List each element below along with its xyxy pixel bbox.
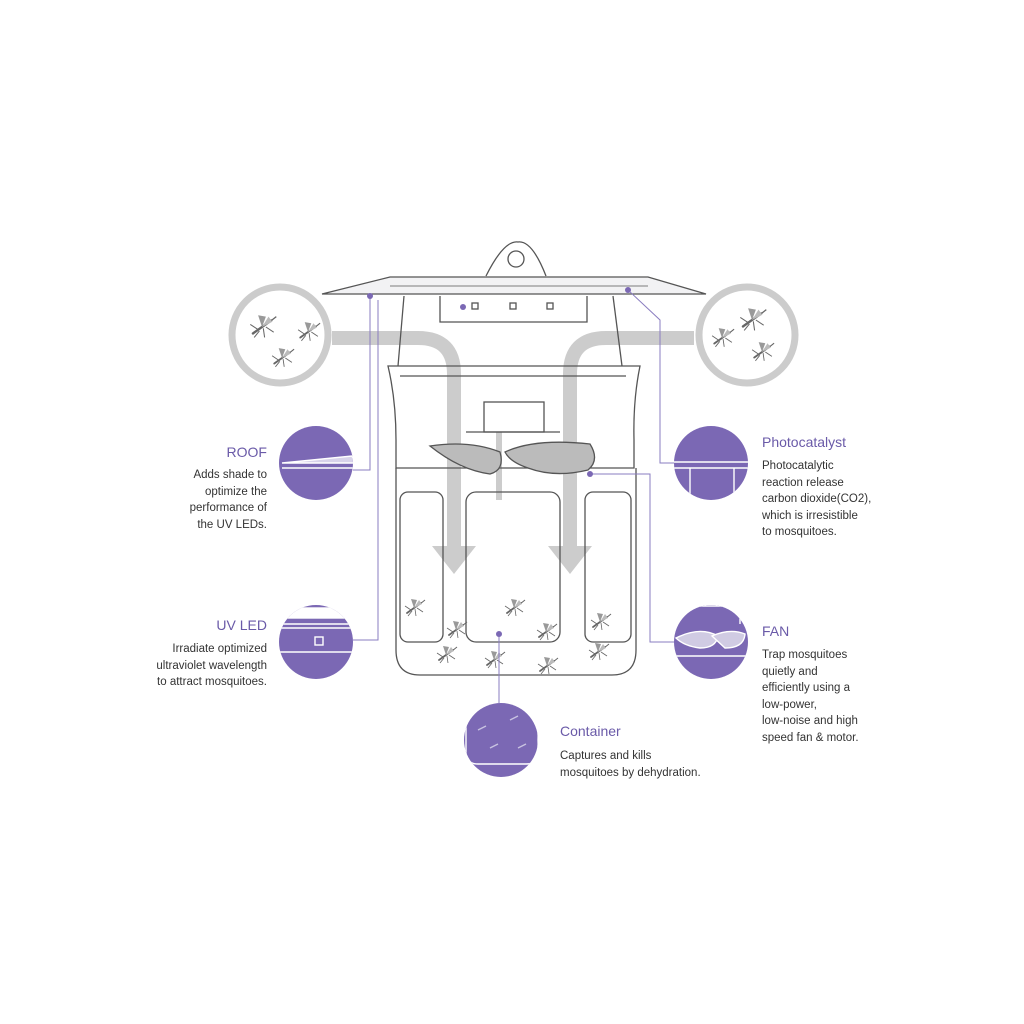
container-desc-line: mosquitoes by dehydration. (560, 766, 701, 779)
fan-blade-left (428, 443, 502, 475)
uv-led-desc-line: Irradiate optimized (172, 643, 267, 655)
fan-desc-line: quietly and (762, 665, 818, 678)
airflow-arrowhead-right (548, 546, 592, 574)
fan-desc-line: efficiently using a (762, 682, 851, 694)
hanger-loop (485, 241, 547, 277)
fan-desc-line: Trap mosquitoes (762, 649, 848, 661)
detail-circle-uv-led (279, 605, 353, 679)
mosquito-circle-left (228, 283, 332, 387)
uv-led-title: UV LED (216, 617, 267, 633)
fan-desc-line: speed fan & motor. (762, 731, 859, 744)
leader-dots (367, 287, 631, 637)
airflow-arrows (332, 331, 694, 548)
uv-led-3 (546, 302, 554, 310)
roof-desc-line: the UV LEDs. (197, 518, 267, 531)
container-body (395, 468, 637, 676)
roof-panel (321, 276, 707, 295)
fan-desc-line: low-noise and high (762, 715, 858, 727)
photocatalyst-desc-line: Photocatalytic (762, 460, 834, 472)
uv-led-desc-line: to attract mosquitoes. (157, 676, 267, 688)
container-description: Captures and kills mosquitoes by dehydra… (560, 748, 701, 781)
fan-desc-line: low-power, (762, 698, 817, 711)
uv-led-2 (509, 302, 517, 310)
chamber-left (399, 491, 444, 643)
motor-block (483, 401, 545, 433)
uv-led-1 (471, 302, 479, 310)
chamber-center (465, 491, 561, 643)
roof-desc-line: Adds shade to (193, 469, 267, 481)
roof-desc-line: performance of (189, 502, 267, 514)
trap-device (321, 241, 707, 676)
photocatalyst-description: Photocatalytic reaction release carbon d… (762, 458, 871, 541)
container-desc-line: Captures and kills (560, 750, 652, 762)
photocatalyst-desc-line: carbon dioxide(CO2), (762, 493, 872, 505)
roof-title: ROOF (226, 444, 267, 460)
roof-description: Adds shade to optimize the performance o… (190, 467, 267, 533)
roof-desc-line: optimize the (204, 485, 267, 498)
fan-title: FAN (762, 623, 790, 639)
trapped-mosquitoes (404, 598, 612, 675)
airflow-arrowhead-left (432, 546, 476, 574)
container-title: Container (560, 723, 621, 739)
photocatalyst-desc-line: to mosquitoes. (762, 526, 837, 538)
led-housing (439, 296, 588, 323)
uv-led-desc-line: ultraviolet wavelength (156, 659, 267, 672)
uv-led-description: Irradiate optimized ultraviolet waveleng… (156, 641, 267, 691)
mosquito-circle-right (695, 283, 799, 387)
detail-circle-container (464, 703, 538, 777)
fan-description: Trap mosquitoes quietly and efficiently … (762, 647, 859, 746)
photocatalyst-title: Photocatalyst (762, 434, 847, 450)
photocatalyst-desc-line: reaction release (762, 476, 844, 489)
detail-circle-photocatalyst (674, 426, 748, 500)
detail-circle-roof (279, 426, 353, 500)
fan-blade-right (504, 441, 596, 475)
upper-body (387, 365, 641, 469)
detail-circle-fan (674, 605, 748, 679)
photocatalyst-desc-line: which is irresistible (762, 509, 858, 522)
leader-lines (353, 289, 675, 703)
chamber-right (584, 491, 632, 643)
